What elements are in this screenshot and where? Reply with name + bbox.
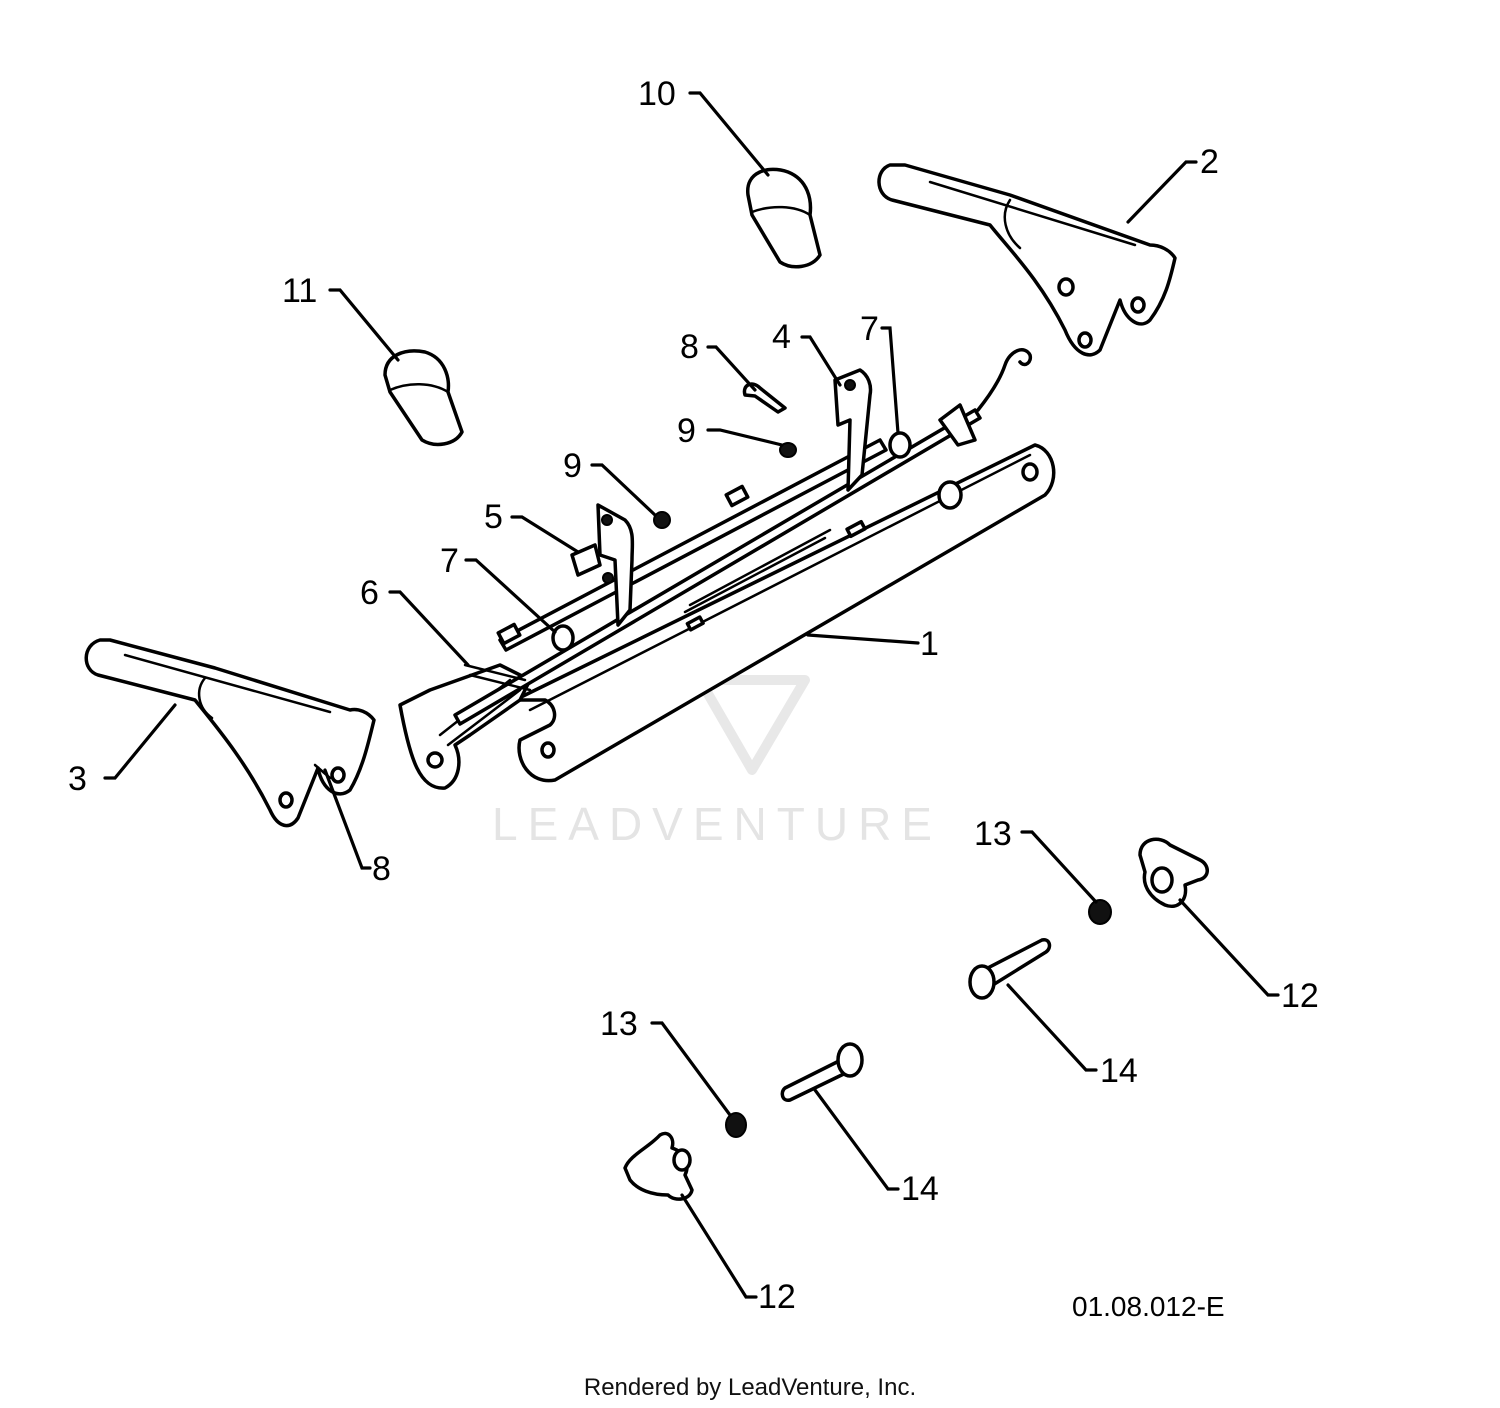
part-2-handle-right	[877, 163, 1177, 357]
part-7-washer-right	[888, 431, 912, 459]
part-4-bracket	[833, 368, 873, 492]
callout-8-lower: 8	[372, 850, 391, 888]
callout-9-lower: 9	[563, 447, 582, 485]
leader-lines	[103, 91, 1280, 1299]
credit-text: Rendered by LeadVenture, Inc.	[584, 1374, 916, 1401]
part-5-bracket	[570, 503, 635, 627]
part-6-spring	[463, 663, 532, 692]
watermark-text: LEADVENTURE	[492, 798, 942, 850]
part-12-star-knob-left	[623, 1131, 694, 1201]
rear-bar	[496, 438, 888, 652]
callout-14-left: 14	[901, 1170, 939, 1208]
callout-4: 4	[772, 318, 791, 356]
part-13-nut-right	[1088, 899, 1112, 925]
part-1-frame	[513, 443, 1056, 783]
part-13-nut-left	[725, 1112, 747, 1138]
part-9-nut-upper	[779, 442, 797, 458]
callout-6: 6	[360, 574, 379, 612]
part-8-clip-upper	[742, 382, 787, 414]
part-10-knob	[746, 167, 822, 269]
callout-9-upper: 9	[677, 412, 696, 450]
callout-7-left: 7	[440, 542, 459, 580]
callout-2: 2	[1200, 143, 1219, 181]
part-3-handle-left	[84, 638, 376, 828]
callout-8-upper: 8	[680, 328, 699, 366]
callout-13-right: 13	[974, 815, 1012, 853]
callout-3: 3	[68, 760, 87, 798]
callout-11: 11	[282, 272, 317, 310]
callout-5: 5	[484, 498, 503, 536]
part-14-bolt-left	[780, 1042, 864, 1102]
callout-12-left: 12	[758, 1278, 796, 1316]
part-7-washer-left	[551, 624, 575, 652]
part-12-star-knob-right	[1138, 837, 1209, 908]
part-11-knob	[383, 349, 464, 447]
callout-14-right: 14	[1100, 1052, 1138, 1090]
callout-1: 1	[920, 625, 939, 663]
part-14-bolt-right	[968, 938, 1052, 1000]
part-9-nut-lower	[653, 511, 671, 529]
callout-12-right: 12	[1281, 977, 1319, 1015]
figure-code: 01.08.012-E	[1072, 1291, 1225, 1322]
callout-13-left: 13	[600, 1005, 638, 1043]
callout-7-right: 7	[860, 310, 879, 348]
callout-10: 10	[638, 75, 676, 113]
